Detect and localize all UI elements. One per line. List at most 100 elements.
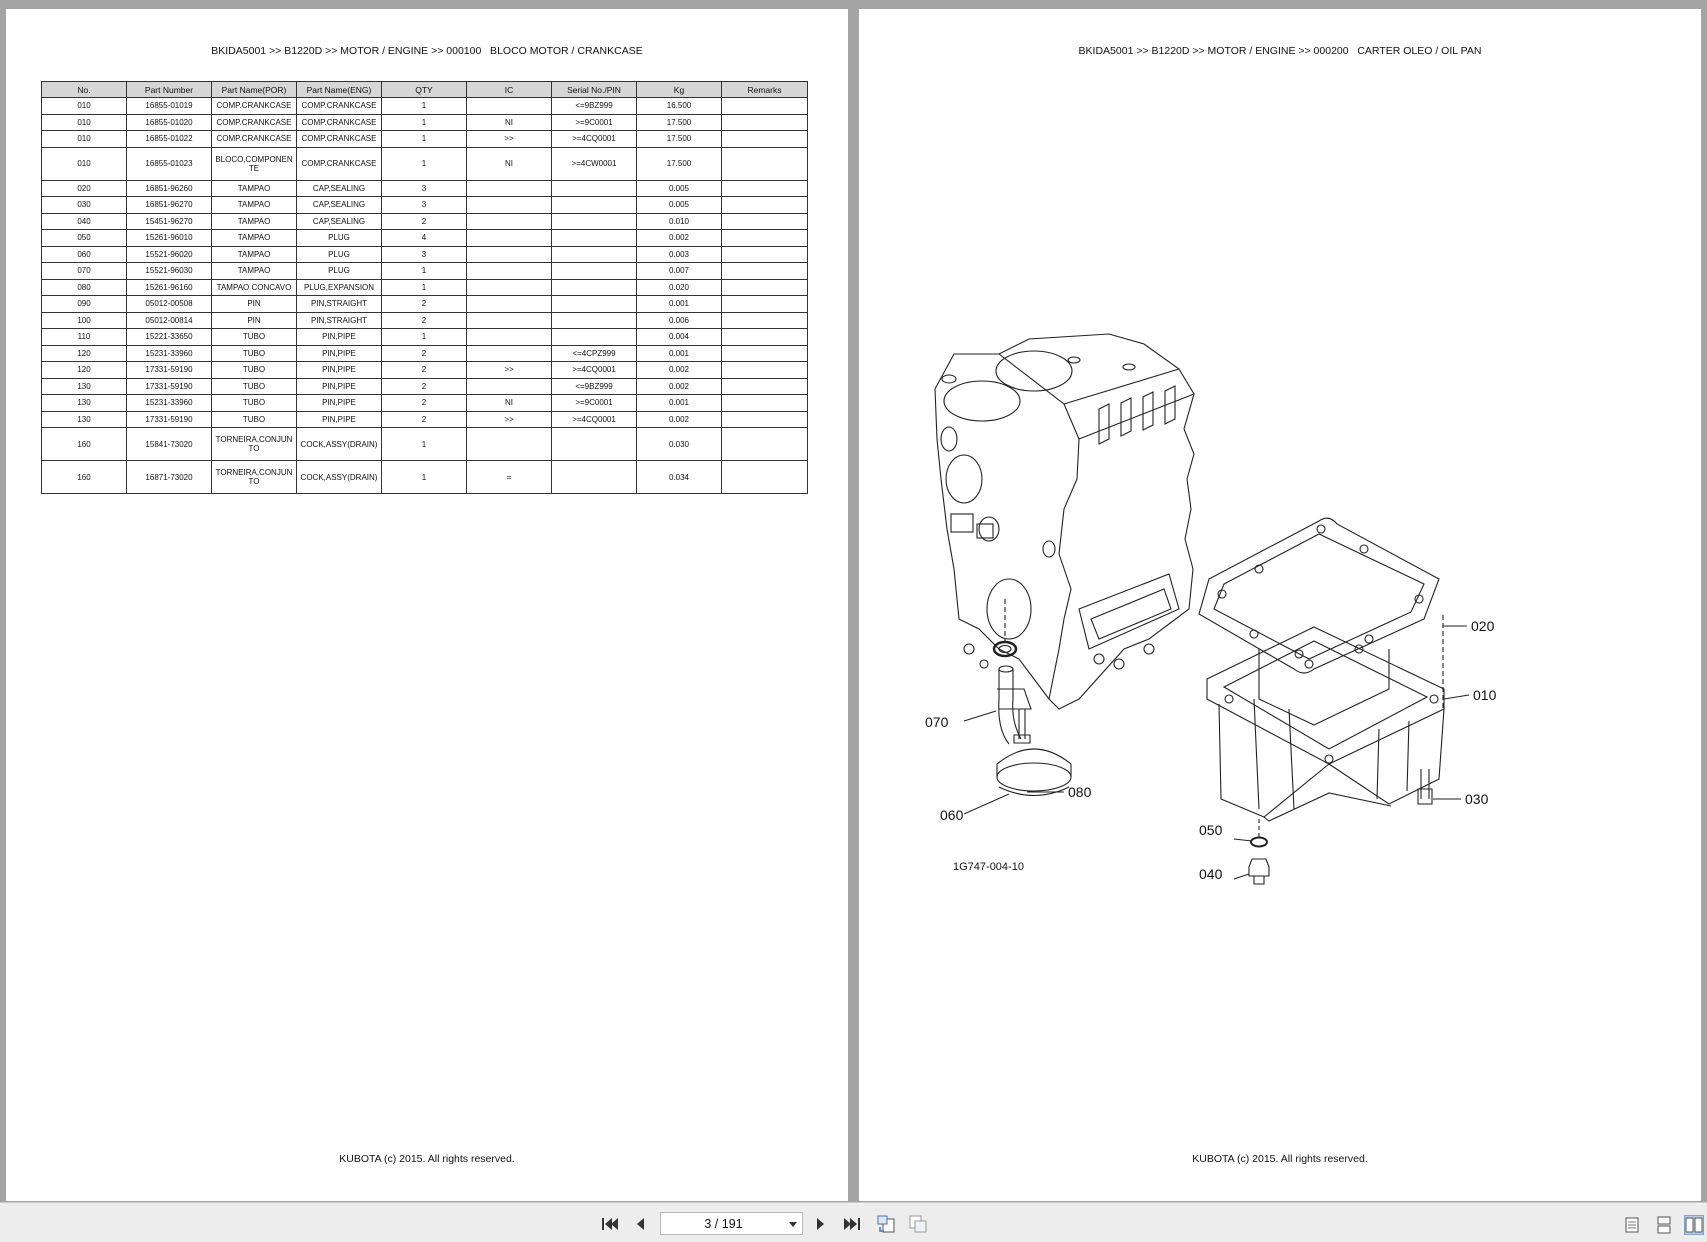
table-cell: 05012-00814 <box>126 311 212 329</box>
table-cell: 2 <box>381 344 467 362</box>
table-cell: TAMPAO <box>211 179 297 197</box>
table-cell: 100 <box>41 311 127 329</box>
table-cell: 0.001 <box>636 344 722 362</box>
table-cell: >> <box>466 361 552 379</box>
table-cell: >> <box>466 130 552 148</box>
table-cell: 0.006 <box>636 311 722 329</box>
column-header: Remarks <box>721 81 808 98</box>
table-cell: 16.500 <box>636 97 722 115</box>
table-cell <box>551 196 637 214</box>
table-cell <box>551 427 637 461</box>
table-cell: 17.500 <box>636 130 722 148</box>
table-cell: 010 <box>41 113 127 131</box>
first-page-icon[interactable] <box>600 1215 620 1233</box>
table-cell: <=9BZ999 <box>551 97 637 115</box>
table-cell <box>551 328 637 346</box>
table-cell: PIN,STRAIGHT <box>296 311 382 329</box>
table-cell <box>721 179 808 197</box>
table-cell: COMP.CRANKCASE <box>211 97 297 115</box>
table-cell: PLUG <box>296 245 382 263</box>
table-cell: COMP.CRANKCASE <box>296 97 382 115</box>
table-cell: = <box>466 460 552 494</box>
table-cell <box>551 179 637 197</box>
table-cell <box>551 262 637 280</box>
table-cell <box>551 295 637 313</box>
rotate-icon[interactable] <box>876 1215 896 1233</box>
left-page: BKIDA5001 >> B1220D >> MOTOR / ENGINE >>… <box>6 9 848 1201</box>
next-page-icon[interactable] <box>811 1215 831 1233</box>
table-cell: 15451-96270 <box>126 212 212 230</box>
table-cell <box>721 377 808 395</box>
table-cell <box>466 245 552 263</box>
table-cell: >=4CQ0001 <box>551 361 637 379</box>
table-cell: 0.005 <box>636 179 722 197</box>
table-cell: CAP,SEALING <box>296 179 382 197</box>
table-cell: BLOCO,COMPONEN TE <box>211 146 297 181</box>
continuous-view-icon[interactable] <box>1654 1215 1674 1235</box>
table-cell <box>551 311 637 329</box>
table-cell: 0.001 <box>636 394 722 412</box>
table-cell: TUBO <box>211 394 297 412</box>
table-cell: 0.030 <box>636 427 722 461</box>
table-cell <box>466 212 552 230</box>
table-cell: 1 <box>381 97 467 115</box>
chevron-down-icon[interactable] <box>789 1222 797 1227</box>
table-cell: NI <box>466 146 552 181</box>
table-cell: 1 <box>381 328 467 346</box>
table-cell: 1 <box>381 262 467 280</box>
right-page-header: BKIDA5001 >> B1220D >> MOTOR / ENGINE >>… <box>1078 45 1482 57</box>
oil-pan-gasket-drawing <box>1198 517 1440 674</box>
table-cell: PIN,PIPE <box>296 361 382 379</box>
table-cell: 16851-96260 <box>126 179 212 197</box>
table-cell: 0.005 <box>636 196 722 214</box>
table-cell: 2 <box>381 361 467 379</box>
figure-id: 1G747-004-10 <box>953 861 1024 873</box>
table-cell: PIN <box>211 311 297 329</box>
facing-pages-view-icon[interactable] <box>1684 1215 1704 1235</box>
table-cell: 15841-73020 <box>126 427 212 461</box>
table-cell: 130 <box>41 377 127 395</box>
table-cell: 160 <box>41 427 127 461</box>
last-page-icon[interactable] <box>842 1215 862 1233</box>
table-cell: 130 <box>41 410 127 428</box>
pdf-viewer-toolbar: 3 / 191 <box>0 1202 1707 1242</box>
table-cell: >=4CQ0001 <box>551 410 637 428</box>
table-cell: 15521-96020 <box>126 245 212 263</box>
table-cell <box>551 229 637 247</box>
column-header: Serial No./PIN <box>551 81 637 98</box>
table-cell <box>721 295 808 313</box>
table-cell: 15231-33960 <box>126 344 212 362</box>
table-cell <box>721 130 808 148</box>
single-page-view-icon[interactable] <box>1622 1215 1642 1235</box>
prev-page-icon[interactable] <box>630 1215 650 1233</box>
table-cell: 090 <box>41 295 127 313</box>
table-cell <box>466 377 552 395</box>
table-cell: 2 <box>381 212 467 230</box>
oil-pan-drawing <box>1206 626 1445 822</box>
table-cell: 0.004 <box>636 328 722 346</box>
fit-icon[interactable] <box>908 1215 928 1233</box>
page-indicator: 3 / 191 <box>704 1217 743 1231</box>
table-cell <box>721 344 808 362</box>
table-cell: PLUG,EXPANSION <box>296 278 382 296</box>
page-number-input[interactable]: 3 / 191 <box>660 1212 803 1235</box>
table-cell: PLUG <box>296 229 382 247</box>
column-header: No. <box>41 81 127 98</box>
callout-060: 060 <box>940 807 964 823</box>
oil-strainer-drawing <box>996 665 1072 796</box>
table-cell: 16851-96270 <box>126 196 212 214</box>
table-cell <box>721 229 808 247</box>
column-header: Kg <box>636 81 722 98</box>
table-cell: 1 <box>381 427 467 461</box>
table-cell <box>721 196 808 214</box>
